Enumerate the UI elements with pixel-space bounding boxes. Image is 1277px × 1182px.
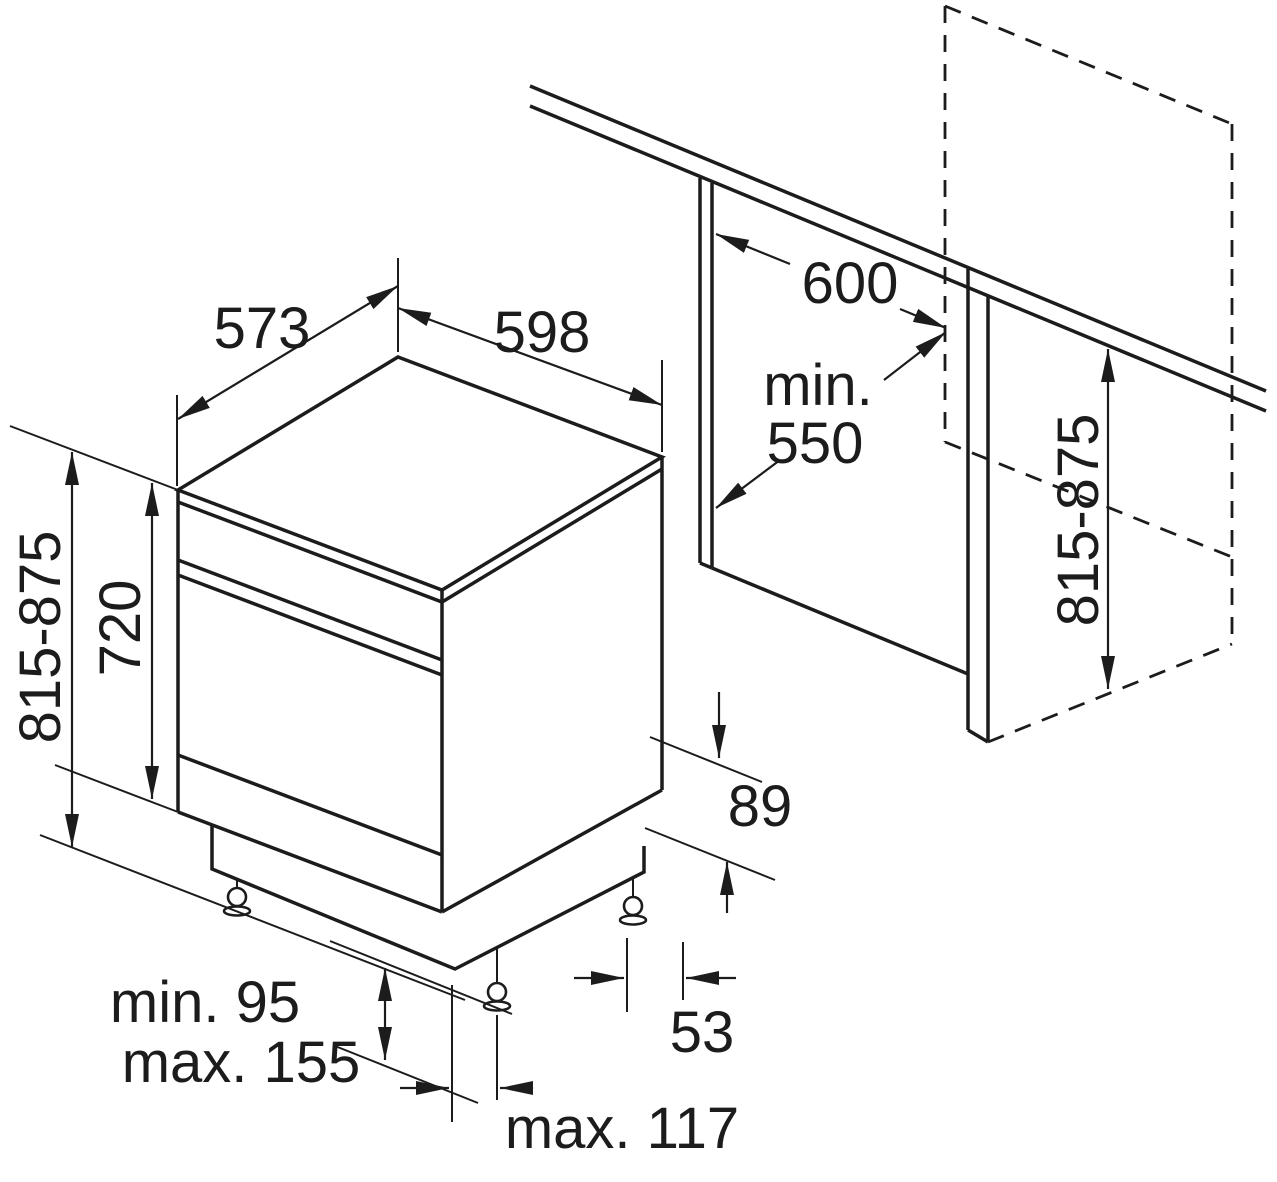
dimension-labels: 573 598 600 min. 550 815-875 815-875 720… [8, 251, 1111, 1161]
foot-left [226, 886, 248, 908]
niche-right-panel [966, 269, 990, 744]
foot-right-base [618, 914, 648, 926]
cabinet-hidden-edges [943, 4, 1234, 744]
overall-height-label: 815-875 [8, 531, 73, 744]
body-height-label: 720 [88, 580, 153, 677]
foot-offset-label: 53 [670, 1000, 735, 1065]
top-width-label: 598 [494, 300, 591, 365]
dishwasher-vertical-edges [176, 457, 664, 912]
plinth-min-label: min. 95 [110, 970, 300, 1035]
dim-arrow-niche-550-upper [883, 331, 947, 381]
extension-lines [9, 258, 776, 1122]
ext-max-floor-line [334, 1045, 479, 1104]
foot-front [486, 981, 508, 1003]
dim-arrow-niche-550-lower [715, 459, 781, 509]
ext-foot-base-line [329, 940, 513, 1015]
ext-base-bottom-diag [644, 827, 776, 881]
niche-height-label: 815-875 [1046, 414, 1111, 627]
dishwasher-feet-stems [236, 878, 634, 983]
plinth-max-label: max. 155 [122, 1030, 361, 1095]
cabinet-bottom-back-edge [944, 440, 1233, 559]
dishwasher-bottom-edges [177, 788, 663, 914]
dishwasher-door-bottom [177, 753, 443, 857]
ext-base-top-diag [649, 736, 763, 783]
niche-floor-edge [711, 566, 969, 676]
foot-adjust-max-label: max. 117 [505, 1096, 739, 1161]
niche-depth-value-label: 550 [767, 411, 864, 476]
ext-worktop-plane-left [9, 425, 179, 491]
niche-width-label: 600 [802, 251, 899, 316]
dishwasher-drawing [174, 355, 666, 1012]
top-depth-label: 573 [214, 296, 311, 361]
dim-arrow-niche-600-right [899, 307, 947, 330]
dim-arrow-width-598 [397, 306, 663, 407]
worktop-lines [529, 84, 1267, 413]
dishwasher-control-band [177, 558, 443, 677]
ext-floor-line [39, 834, 466, 1001]
cabinet-top-back-edge [944, 4, 1233, 126]
ext-body-bottom-left [54, 764, 179, 813]
dim-arrow-depth-573 [177, 285, 399, 420]
niche-depth-prefix-label: min. [763, 353, 873, 418]
foot-right [622, 895, 644, 917]
base-clearance-label: 89 [728, 774, 793, 839]
dishwasher-plinth [210, 826, 646, 971]
niche-left-panel [698, 178, 714, 570]
dishwasher-top-face [174, 355, 666, 592]
cabinet-bottom-front-edge [987, 642, 1233, 744]
dim-arrow-niche-600-left [715, 232, 791, 266]
dimension-arrows [65, 232, 1115, 1095]
foot-front-base [482, 1000, 512, 1012]
kitchen-niche-drawing [529, 84, 1267, 744]
